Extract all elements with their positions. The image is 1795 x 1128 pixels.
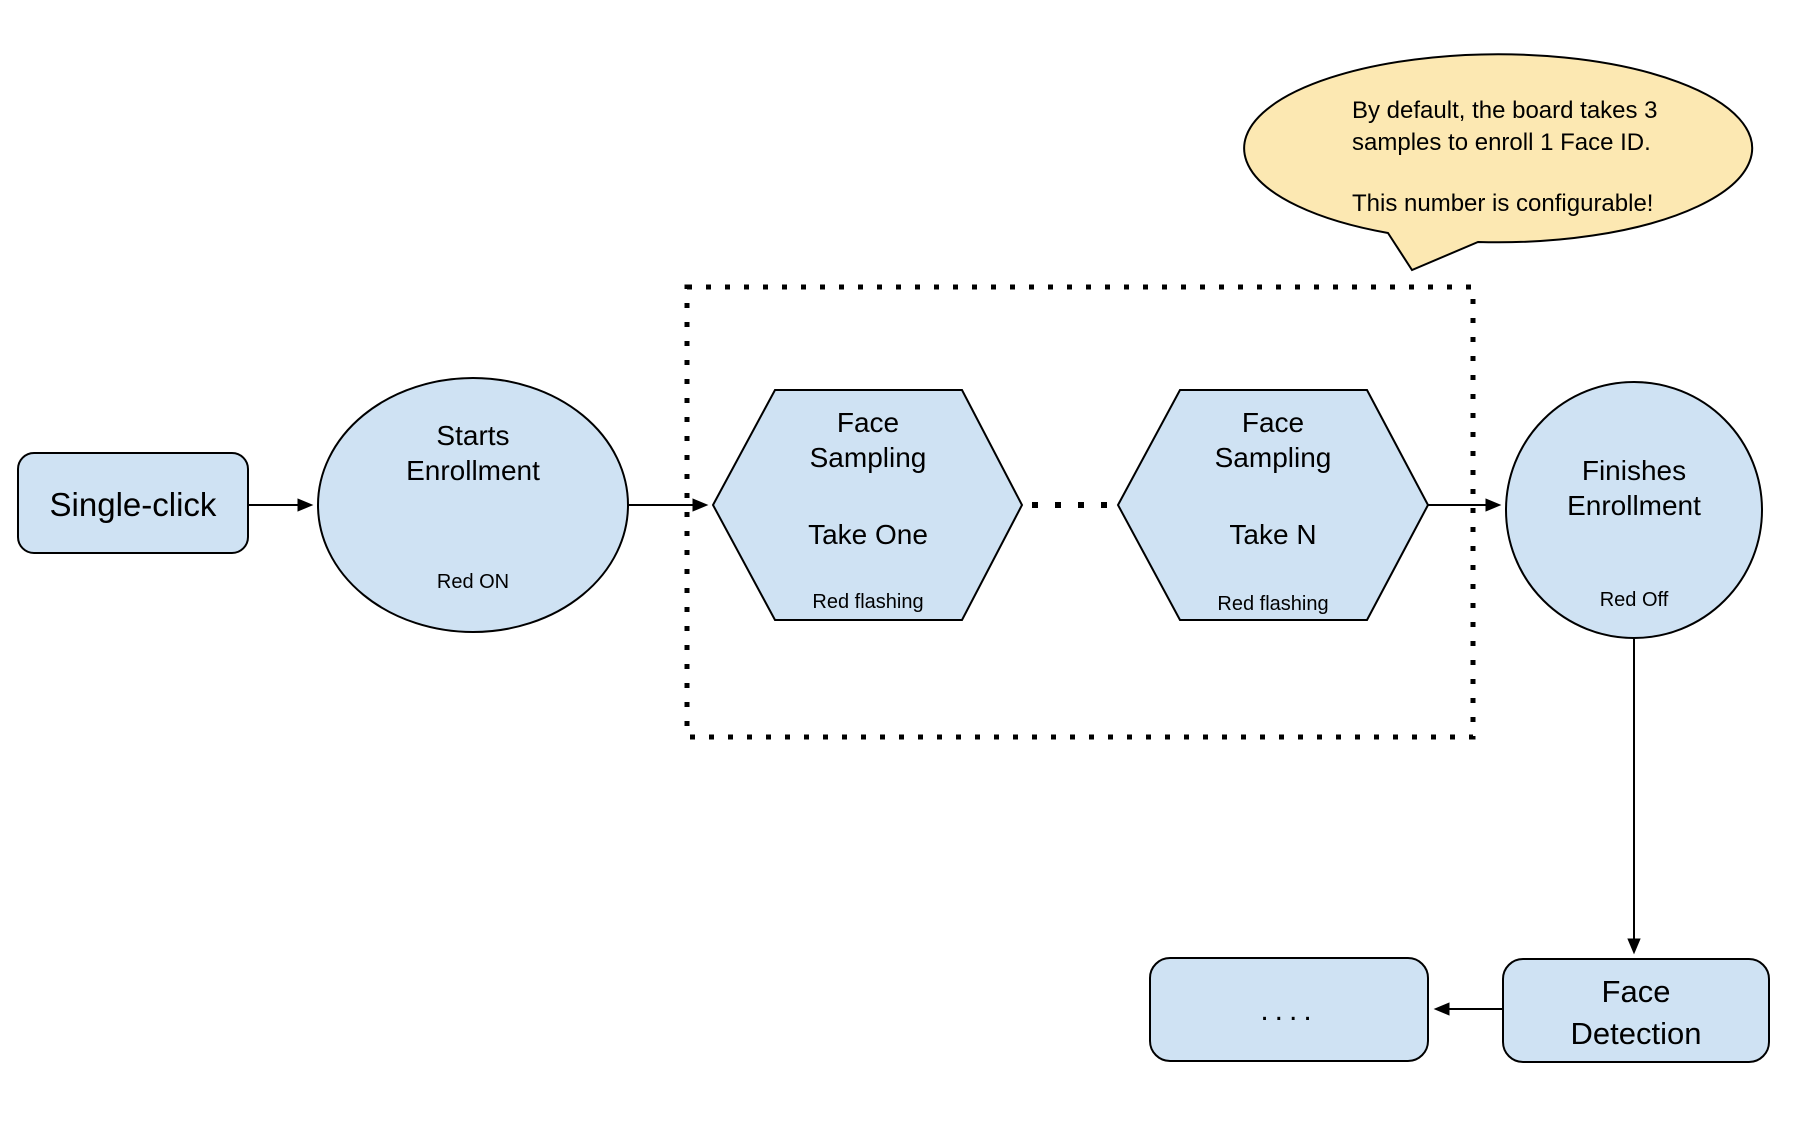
face-sampling-n-line-2: Sampling	[1215, 442, 1332, 473]
face-detection-line-2: Detection	[1571, 1016, 1702, 1051]
face-sampling-n-status: Red flashing	[1217, 593, 1328, 615]
single-click-box	[17, 452, 249, 554]
callout-line-3: This number is configurable!	[1352, 190, 1653, 217]
finishes-enrollment-circle	[1505, 381, 1763, 639]
face-sampling-n-hexagon	[1116, 389, 1430, 621]
face-sampling-n-node: Face Sampling Take N Red flashing	[1116, 389, 1430, 621]
callout-line-1: By default, the board takes 3	[1352, 97, 1658, 124]
callout-bubble-shape	[1243, 53, 1754, 272]
face-sampling-n-take-label: Take N	[1229, 519, 1316, 550]
finishes-enrollment-line-2: Enrollment	[1567, 490, 1701, 521]
face-sampling-one-status: Red flashing	[812, 591, 923, 613]
starts-enrollment-line-2: Enrollment	[406, 455, 540, 486]
face-detection-box	[1502, 958, 1770, 1063]
face-detection-line-1: Face	[1602, 974, 1671, 1009]
continuation-node: ....	[1149, 957, 1429, 1062]
face-sampling-one-take-label: Take One	[808, 519, 928, 550]
sampling-group-dotted-border	[684, 284, 1476, 740]
face-sampling-one-hexagon	[711, 389, 1024, 621]
finishes-enrollment-status: Red Off	[1600, 589, 1669, 611]
continuation-box	[1149, 957, 1429, 1062]
starts-enrollment-circle	[317, 377, 629, 633]
face-detection-node: Face Detection	[1502, 958, 1770, 1063]
starts-enrollment-status: Red ON	[437, 571, 509, 593]
finishes-enrollment-line-1: Finishes	[1582, 455, 1686, 486]
face-sampling-one-line-1: Face	[837, 407, 899, 438]
finishes-enrollment-node: Finishes Enrollment Red Off	[1505, 381, 1763, 639]
callout-line-2: samples to enroll 1 Face ID.	[1352, 129, 1651, 156]
callout-bubble: By default, the board takes 3 samples to…	[1243, 53, 1754, 272]
face-sampling-one-node: Face Sampling Take One Red flashing	[711, 389, 1024, 621]
single-click-label: Single-click	[50, 486, 217, 523]
single-click-node: Single-click	[17, 452, 249, 554]
face-sampling-one-line-2: Sampling	[810, 442, 927, 473]
continuation-label: ....	[1260, 994, 1317, 1027]
starts-enrollment-node: Starts Enrollment Red ON	[317, 377, 629, 633]
face-sampling-n-line-1: Face	[1242, 407, 1304, 438]
starts-enrollment-line-1: Starts	[436, 420, 509, 451]
